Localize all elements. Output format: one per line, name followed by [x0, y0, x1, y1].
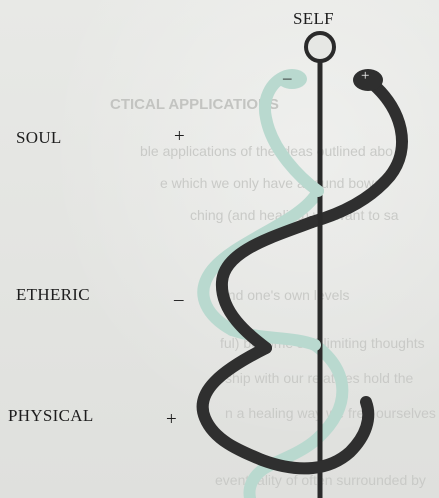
inner-minus-sign: – [283, 69, 292, 86]
physical-label: PHYSICAL [8, 406, 94, 426]
pale-serpent-back-upper [203, 191, 318, 330]
etheric-sign: – [174, 290, 184, 309]
dark-serpent-back-lower [203, 348, 266, 460]
soul-label: SOUL [16, 128, 62, 148]
pale-serpent-front-low [250, 470, 263, 498]
pale-serpent-head [265, 76, 318, 191]
pale-serpent-head-tip [277, 69, 307, 89]
etheric-label: ETHERIC [16, 285, 90, 305]
physical-sign: + [166, 410, 177, 429]
self-ring [306, 33, 334, 61]
pale-serpent-back-lower [262, 345, 342, 470]
self-label: SELF [293, 9, 334, 29]
soul-sign: + [174, 127, 185, 146]
inner-plus-sign: + [361, 69, 369, 84]
dark-serpent-back-upper [312, 85, 402, 222]
